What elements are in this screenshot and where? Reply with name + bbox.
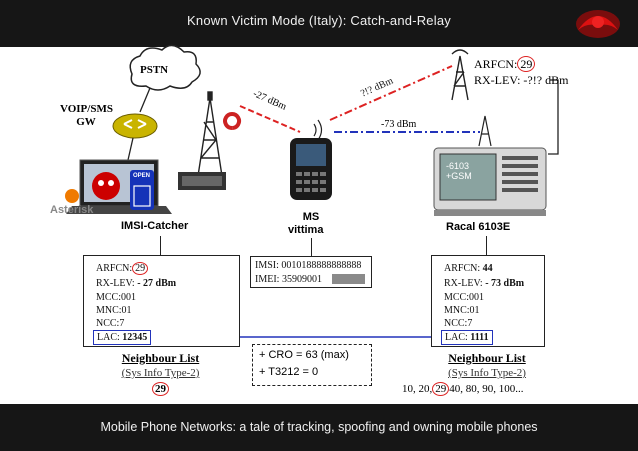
unknown-signal-line xyxy=(329,65,453,121)
real-level-label: -73 dBm xyxy=(381,119,417,130)
params-box: + CRO = 63 (max) + T3212 = 0 xyxy=(252,344,372,386)
catcher-neighbour-sub: (Sys Info Type-2) xyxy=(121,367,200,379)
racal-box-connector xyxy=(486,236,487,256)
ms-identity-box: IMSI: 0010188888888888 IMEI: 35909001 xyxy=(250,256,372,288)
asterisk-label: Asterisk xyxy=(50,204,94,216)
catcher-mnc: MNC:01 xyxy=(96,305,132,316)
catcher-lac-value: 12345 xyxy=(122,332,148,343)
racal-neighbour-sub: (Sys Info Type-2) xyxy=(448,367,526,379)
gw-label-line1: VOIP/SMS xyxy=(60,103,113,115)
catcher-mcc: MCC:001 xyxy=(96,292,137,303)
openbts-label: OPEN xyxy=(133,173,151,179)
catcher-neighbour-title: Neighbour List xyxy=(121,351,200,365)
catcher-box-connector xyxy=(160,236,161,256)
racal-antenna-icon xyxy=(478,115,492,147)
racal-rxlev-value: - 73 dBm xyxy=(485,278,525,289)
racal-screen-line1: -6103 xyxy=(446,161,470,171)
racal-ncc: NCC:7 xyxy=(444,318,473,329)
racal-rxlev: RX-LEV: - 73 dBm xyxy=(444,278,525,289)
bts-racal-link xyxy=(548,79,559,155)
footer-text: Mobile Phone Networks: a tale of trackin… xyxy=(100,420,538,434)
catcher-rxlev-value: - 27 dBm xyxy=(137,278,177,289)
real-bts-tower-icon xyxy=(451,49,469,101)
asterisk-logo-icon xyxy=(65,189,79,203)
imei-redaction-bar xyxy=(332,274,365,284)
router-icon xyxy=(112,113,158,139)
catcher-ncc: NCC:7 xyxy=(96,318,125,329)
racal-mcc: MCC:001 xyxy=(444,292,485,303)
ms-imsi: IMSI: 0010188888888888 xyxy=(255,260,362,271)
cro-param: + CRO = 63 (max) xyxy=(259,349,349,361)
devil-icon xyxy=(92,172,120,200)
signal-waves-icon xyxy=(313,119,323,141)
racal-neighbour-title: Neighbour List xyxy=(448,351,526,365)
ms-sub-label: vittima xyxy=(288,224,324,236)
title-banner: Known Victim Mode (Italy): Catch-and-Rel… xyxy=(0,0,638,47)
racal-analyzer-icon xyxy=(433,147,547,216)
magnet-icon xyxy=(223,112,242,130)
racal-lac: LAC: 1111 xyxy=(441,330,493,345)
catcher-params-box: ARFCN:29 RX-LEV: - 27 dBm MCC:001 MNC:01… xyxy=(83,255,240,347)
imsi-catcher-label: IMSI-Catcher xyxy=(121,220,189,232)
bts-arfcn-label: ARFCN:29 xyxy=(474,56,536,72)
racal-lac-value: 1111 xyxy=(470,332,489,343)
phone-icon xyxy=(290,138,332,200)
gw-link xyxy=(127,137,134,161)
racal-params-box: ARFCN: 44 RX-LEV: - 73 dBm MCC:001 MNC:0… xyxy=(431,255,545,347)
slide-title: Known Victim Mode (Italy): Catch-and-Rel… xyxy=(187,13,451,28)
pstn-label: PSTN xyxy=(140,64,169,76)
racal-arfcn: ARFCN: 44 xyxy=(444,263,493,274)
racal-arfcn-value: 44 xyxy=(482,263,493,274)
openbts-logo-icon xyxy=(130,170,154,210)
catcher-neighbour-value: 29 xyxy=(152,382,169,396)
bts-radio-unit-icon xyxy=(178,172,226,190)
cell-tower-icon xyxy=(197,91,223,177)
pstn-cloud-icon xyxy=(129,44,201,91)
racal-screen-text: -6103 +GSM xyxy=(446,161,472,181)
bts-arfcn-value: 29 xyxy=(517,56,536,72)
pstn-link xyxy=(139,87,151,113)
gw-label: VOIP/SMS GW xyxy=(60,103,113,129)
gw-label-line2: GW xyxy=(76,116,96,128)
catcher-signal-line xyxy=(239,105,301,133)
catcher-lac: LAC: 12345 xyxy=(93,330,152,345)
footer-banner: Mobile Phone Networks: a tale of trackin… xyxy=(0,404,638,451)
racal-screen-line2: +GSM xyxy=(446,171,472,181)
catcher-neighbour-list: 29 xyxy=(83,382,238,396)
catcher-arfcn: ARFCN:29 xyxy=(96,262,149,275)
t3212-param: + T3212 = 0 xyxy=(259,366,319,378)
logo-icon xyxy=(576,10,620,38)
racal-mnc: MNC:01 xyxy=(444,305,480,316)
ms-box-connector xyxy=(311,238,312,256)
bts-rxlev-label: RX-LEV: -?!? dBm xyxy=(474,73,569,87)
catcher-rxlev: RX-LEV: - 27 dBm xyxy=(96,278,177,289)
racal-label: Racal 6103E xyxy=(446,221,511,233)
catcher-arfcn-value: 29 xyxy=(132,262,149,275)
racal-neighbour-value: 29 xyxy=(432,382,450,396)
ms-label: MS xyxy=(302,211,320,223)
ms-imei: IMEI: 35909001 xyxy=(255,274,322,285)
